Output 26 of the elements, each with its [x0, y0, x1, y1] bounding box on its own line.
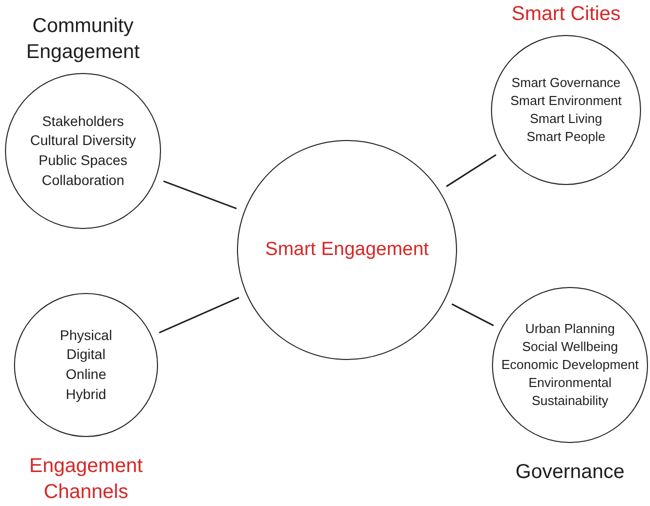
- node-text: Hybrid: [66, 384, 106, 404]
- node-text: Environmental: [528, 374, 612, 392]
- node-text: Smart Governance: [511, 74, 621, 92]
- node-text: Online: [66, 365, 106, 384]
- connector-line: [163, 180, 237, 210]
- node-text: Public Spaces: [38, 151, 128, 170]
- node-text: Social Wellbeing: [522, 338, 618, 356]
- connector-line: [446, 154, 496, 188]
- node-text: Smart Living: [530, 110, 602, 128]
- node-text: Economic Development: [501, 356, 639, 374]
- node-heading: Smart Cities: [510, 2, 622, 27]
- node-text: Collaboration: [42, 170, 124, 190]
- node-heading: Governance: [514, 460, 626, 485]
- node-text: Digital: [66, 345, 106, 364]
- connector-line: [158, 296, 240, 334]
- node-heading: Community Engagement: [25, 14, 141, 65]
- node-text: Smart Engagement: [265, 238, 429, 262]
- node-text: Sustainability: [532, 392, 608, 410]
- node-text: Smart Environment: [510, 92, 622, 110]
- node-text: Physical: [60, 326, 112, 345]
- node-text: Smart People: [526, 128, 606, 146]
- node-text: Urban Planning: [525, 320, 615, 338]
- node-text: Cultural Diversity: [30, 131, 136, 150]
- node-heading: Engagement Channels: [28, 454, 144, 505]
- node-text: Stakeholders: [42, 112, 124, 131]
- connector-line: [452, 303, 494, 326]
